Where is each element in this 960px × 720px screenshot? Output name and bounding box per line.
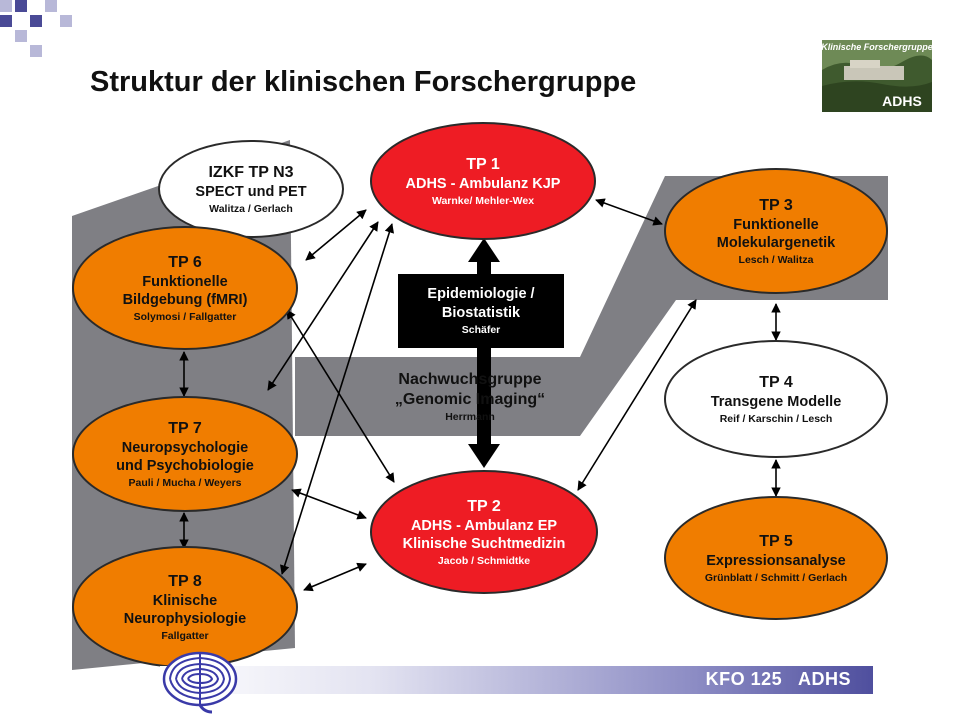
node-tp6: TP 6 Funktionelle Bildgebung (fMRI) Soly… (72, 226, 298, 350)
node-title-line2: Klinische Suchtmedizin (402, 535, 566, 552)
nachwuchs-people: Herrmann (445, 411, 495, 423)
node-code: TP 3 (759, 196, 793, 214)
node-tp5: TP 5 Expressionsanalyse Grünblatt / Schm… (664, 496, 888, 620)
node-title-line1: Funktionelle (733, 216, 819, 233)
node-title-line1: ADHS - Ambulanz EP (410, 517, 558, 534)
corner-square (45, 0, 57, 12)
arrow-tp1-tp3 (595, 198, 663, 226)
node-people: Jacob / Schmidtke (437, 554, 531, 567)
arrow-tp8-tp2 (303, 562, 367, 592)
corner-square (15, 30, 27, 42)
corner-square (15, 0, 27, 12)
page-title: Struktur der klinischen Forschergruppe (90, 66, 637, 98)
footer-label: KFO 125 ADHS (705, 669, 851, 689)
epi-title-line2: Biostatistik (441, 305, 521, 321)
node-people: Solymosi / Fallgatter (133, 310, 237, 323)
node-code: IZKF TP N3 (208, 163, 294, 181)
brain-maze-icon (162, 651, 238, 714)
node-title-line1: Neuropsychologie (121, 439, 249, 456)
logo-text-bottom: ADHS (882, 93, 922, 109)
nachwuchs-title-line1: Nachwuchsgruppe (398, 371, 542, 388)
node-tp2: TP 2 ADHS - Ambulanz EP Klinische Suchtm… (370, 470, 598, 594)
corner-square (30, 15, 42, 27)
footer-bar: KFO 125 ADHS (160, 666, 873, 694)
nachwuchsgruppe-label: Nachwuchsgruppe „Genomic Imaging“ Herrma… (340, 370, 600, 424)
node-code: TP 6 (168, 253, 202, 271)
arrow-tp7-tp2 (291, 488, 367, 520)
node-title: SPECT und PET (195, 183, 307, 200)
node-title-line2: Bildgebung (fMRI) (122, 291, 248, 308)
node-code: TP 2 (467, 497, 501, 515)
node-title: Expressionsanalyse (706, 552, 846, 569)
node-tp4: TP 4 Transgene Modelle Reif / Karschin /… (664, 340, 888, 458)
node-people: Pauli / Mucha / Weyers (128, 476, 242, 489)
corner-square (60, 15, 72, 27)
arrow-tp6-tp2 (286, 309, 395, 483)
node-title-line1: Funktionelle (142, 273, 228, 290)
node-title-line1: Klinische (152, 592, 218, 609)
epi-people: Schäfer (461, 324, 501, 336)
kfo-logo: Klinische Forschergruppe ADHS (822, 40, 932, 112)
node-people: Warnke/ Mehler-Wex (431, 194, 535, 207)
epi-title-line1: Epidemiologie / (427, 286, 535, 302)
corner-square (30, 45, 42, 57)
node-title: Transgene Modelle (710, 393, 842, 410)
node-people: Grünblatt / Schmitt / Gerlach (704, 571, 848, 584)
node-people: Reif / Karschin / Lesch (719, 412, 833, 425)
node-tp7: TP 7 Neuropsychologie und Psychobiologie… (72, 396, 298, 512)
logo-text-top: Klinische Forschergruppe (822, 42, 932, 52)
node-code: TP 7 (168, 419, 202, 437)
node-title-line2: Neurophysiologie (123, 610, 247, 627)
node-code: TP 8 (168, 572, 202, 590)
node-code: TP 1 (466, 155, 500, 173)
corner-square (0, 0, 12, 12)
node-title-line2: Molekulargenetik (716, 234, 836, 251)
node-people: Walitza / Gerlach (209, 202, 293, 215)
node-code: TP 4 (759, 373, 793, 391)
node-title: ADHS - Ambulanz KJP (405, 175, 561, 192)
nachwuchs-title-line2: „Genomic Imaging“ (394, 391, 546, 408)
main-vertical-arrow (468, 238, 500, 468)
arrow-tp2-tp3 (577, 299, 697, 491)
corner-square (0, 15, 12, 27)
node-people: Lesch / Walitza (738, 253, 814, 266)
node-tp3: TP 3 Funktionelle Molekulargenetik Lesch… (664, 168, 888, 294)
node-izkf: IZKF TP N3 SPECT und PET Walitza / Gerla… (158, 140, 344, 238)
node-code: TP 5 (759, 532, 793, 550)
node-tp1: TP 1 ADHS - Ambulanz KJP Warnke/ Mehler-… (370, 122, 596, 240)
node-title-line2: und Psychobiologie (116, 457, 254, 474)
epidemiologie-box: Epidemiologie / Biostatistik Schäfer (398, 274, 564, 348)
node-people: Fallgatter (161, 629, 209, 642)
node-tp8: TP 8 Klinische Neurophysiologie Fallgatt… (72, 546, 298, 668)
